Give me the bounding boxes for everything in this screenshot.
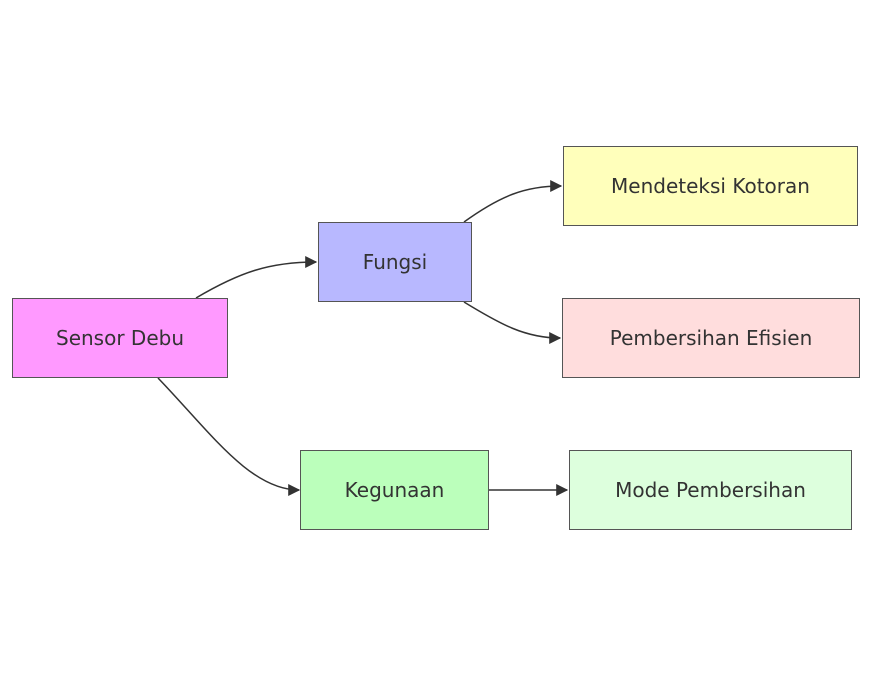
node-fungsi: Fungsi [318, 222, 472, 302]
edge-fungsi-to-pembersihan [463, 301, 562, 344]
node-pembersihan-efisien: Pembersihan Efisien [562, 298, 860, 378]
node-label: Fungsi [362, 250, 428, 274]
node-sensor-debu: Sensor Debu [12, 298, 228, 378]
edge-sensor-to-kegunaan [157, 377, 301, 496]
node-kegunaan: Kegunaan [300, 450, 489, 530]
edge-fungsi-to-mendeteksi [463, 180, 563, 223]
node-mode-pembersihan: Mode Pembersihan [569, 450, 852, 530]
edge-sensor-to-fungsi [195, 256, 318, 299]
node-label: Mode Pembersihan [615, 478, 806, 502]
node-mendeteksi-kotoran: Mendeteksi Kotoran [563, 146, 858, 226]
node-label: Mendeteksi Kotoran [611, 174, 810, 198]
node-label: Sensor Debu [56, 326, 184, 350]
node-label: Pembersihan Efisien [609, 326, 813, 350]
node-label: Kegunaan [344, 478, 445, 502]
